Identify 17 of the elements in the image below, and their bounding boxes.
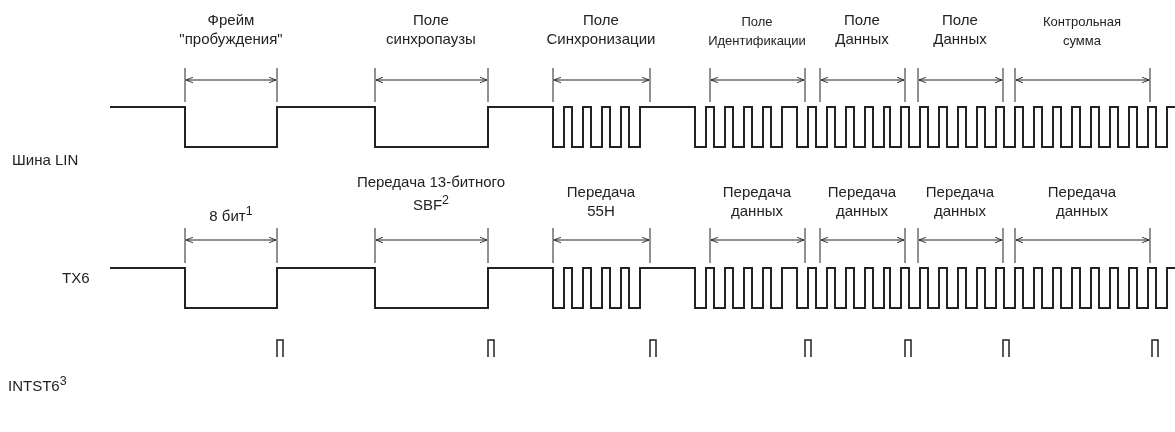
field-label: Поле Данных — [932, 10, 988, 48]
field-label: Контрольная сумма — [1042, 13, 1122, 50]
field-label: Фрейм "пробуждения" — [178, 10, 284, 48]
transmit-label: Передача данных — [924, 182, 996, 220]
field-label: Поле Синхронизации — [546, 10, 656, 48]
transmit-label: Передача данных — [721, 182, 793, 220]
signal-name: INTST6$^{3}$ — [8, 373, 67, 395]
signal-name: Шина LIN — [12, 150, 79, 169]
signal-name: TX6 — [62, 268, 90, 287]
field-label: Поле синхропаузы — [385, 10, 477, 48]
transmit-label: Передача данных — [826, 182, 898, 220]
transmit-label: Передача 13-битного SBF$^{2}$ — [355, 172, 507, 214]
field-label: Поле Идентификации — [707, 13, 807, 50]
transmit-label: 8 бит$^{1}$ — [208, 203, 254, 225]
transmit-label: Передача 55H — [565, 182, 637, 220]
field-label: Поле Данных — [834, 10, 890, 48]
transmit-label: Передача данных — [1046, 182, 1118, 220]
